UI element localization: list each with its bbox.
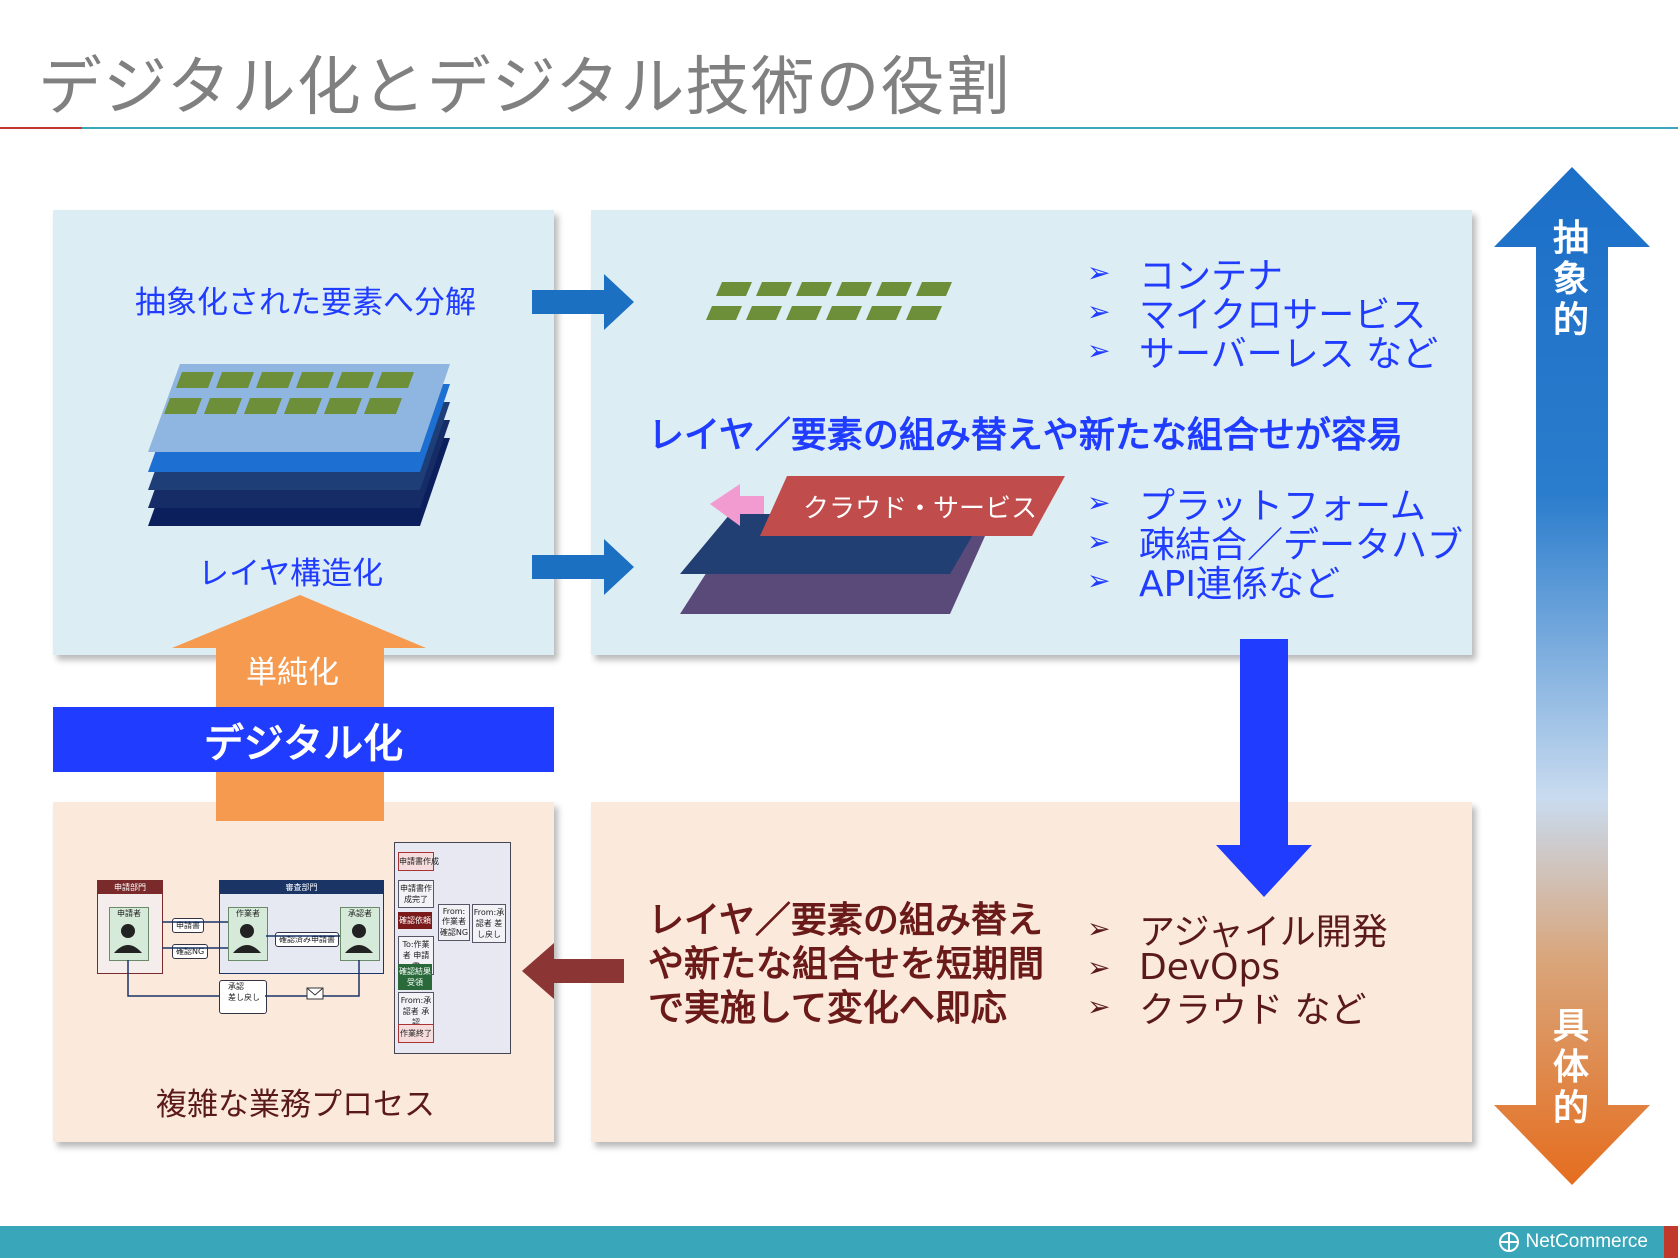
- person-icon: [233, 924, 261, 953]
- element-tiles-illustration: [706, 282, 952, 320]
- axis-label-concrete: 具体的: [1552, 1006, 1589, 1129]
- person-icon: [114, 924, 142, 953]
- bottom-headline: レイヤ／要素の組み替え や新たな組合せを短期間 で実施して変化へ即応: [648, 900, 1045, 1029]
- flow-step: 確認依頼: [398, 912, 432, 929]
- footer-accent: [1664, 1226, 1678, 1258]
- layer-structure-label: レイヤ構造化: [198, 556, 384, 592]
- panel-bottom-right: [591, 802, 1472, 1142]
- axis-label-abstract: 抽象的: [1552, 218, 1589, 341]
- flow-step: 申請書作成完了: [398, 880, 434, 908]
- business-process-label: 複雑な業務プロセス: [156, 1087, 435, 1123]
- flow-side-step: From:作業者 確認NG: [438, 904, 470, 941]
- flow-step: 申請書作成: [398, 852, 439, 871]
- top-headline: レイヤ／要素の組み替えや新たな組合せが容易: [648, 415, 1403, 456]
- bullet-list-agile: ➢アジャイル開発 ➢DevOps ➢クラウド など: [1087, 909, 1388, 1031]
- list-item: ➢DevOps: [1087, 947, 1281, 988]
- title-underline: [82, 127, 1678, 129]
- arrow-right-top: [532, 274, 634, 330]
- list-item: ➢コンテナ: [1087, 255, 1284, 297]
- arrow-right-bottom: [532, 539, 634, 595]
- netcommerce-logo-icon: [1498, 1232, 1519, 1252]
- layer-stack-illustration: [148, 364, 450, 526]
- cloud-service-label: クラウド・サービス: [803, 494, 1038, 524]
- person-icon: [345, 924, 373, 953]
- digitalization-band: デジタル化: [53, 707, 554, 772]
- applicant-card: 申請者: [109, 907, 149, 961]
- process-connectors: [127, 921, 360, 1000]
- arrow-down: [1216, 639, 1312, 897]
- msg-approve-return: 承認 差し戻し: [219, 980, 267, 1014]
- page-title: デジタル化とデジタル技術の役割: [38, 51, 1011, 125]
- list-item: ➢アジャイル開発: [1087, 911, 1388, 953]
- approver-card: 承認者: [340, 907, 380, 961]
- flow-step: 確認結果受領: [398, 964, 432, 990]
- flow-side-step: From:承認者 差し戻し: [472, 904, 506, 943]
- cloud-platform-illustration: [680, 476, 1065, 614]
- arrow-left: [522, 943, 624, 999]
- simplify-label: 単純化: [246, 655, 339, 691]
- list-item: ➢API連係など: [1087, 563, 1340, 605]
- brand-logo: NetCommerce: [1498, 1231, 1648, 1253]
- list-item: ➢サーバーレス など: [1087, 333, 1439, 375]
- list-item: ➢クラウド など: [1087, 989, 1367, 1031]
- bullet-list-platform: ➢プラットフォーム ➢疎結合／データハブ ➢API連係など: [1087, 483, 1464, 605]
- flow-step: 作業終了: [398, 1024, 434, 1043]
- footer-bar: [0, 1226, 1678, 1258]
- list-item: ➢マイクロサービス: [1087, 294, 1427, 336]
- worker-card: 作業者: [228, 907, 268, 961]
- abstraction-axis-arrow: [1494, 167, 1650, 1185]
- bullet-list-abstraction: ➢コンテナ ➢マイクロサービス ➢サーバーレス など: [1087, 253, 1439, 375]
- decompose-label: 抽象化された要素へ分解: [135, 285, 476, 321]
- list-item: ➢疎結合／データハブ: [1087, 524, 1464, 566]
- mail-icon: [306, 987, 324, 1000]
- list-item: ➢プラットフォーム: [1087, 485, 1426, 527]
- business-process-diagram: 申請部門 申請者 審査部門 作業者 承認者 申請書 確認NG 確認済み申請書 承…: [94, 840, 514, 1055]
- title-underline-accent: [0, 127, 82, 129]
